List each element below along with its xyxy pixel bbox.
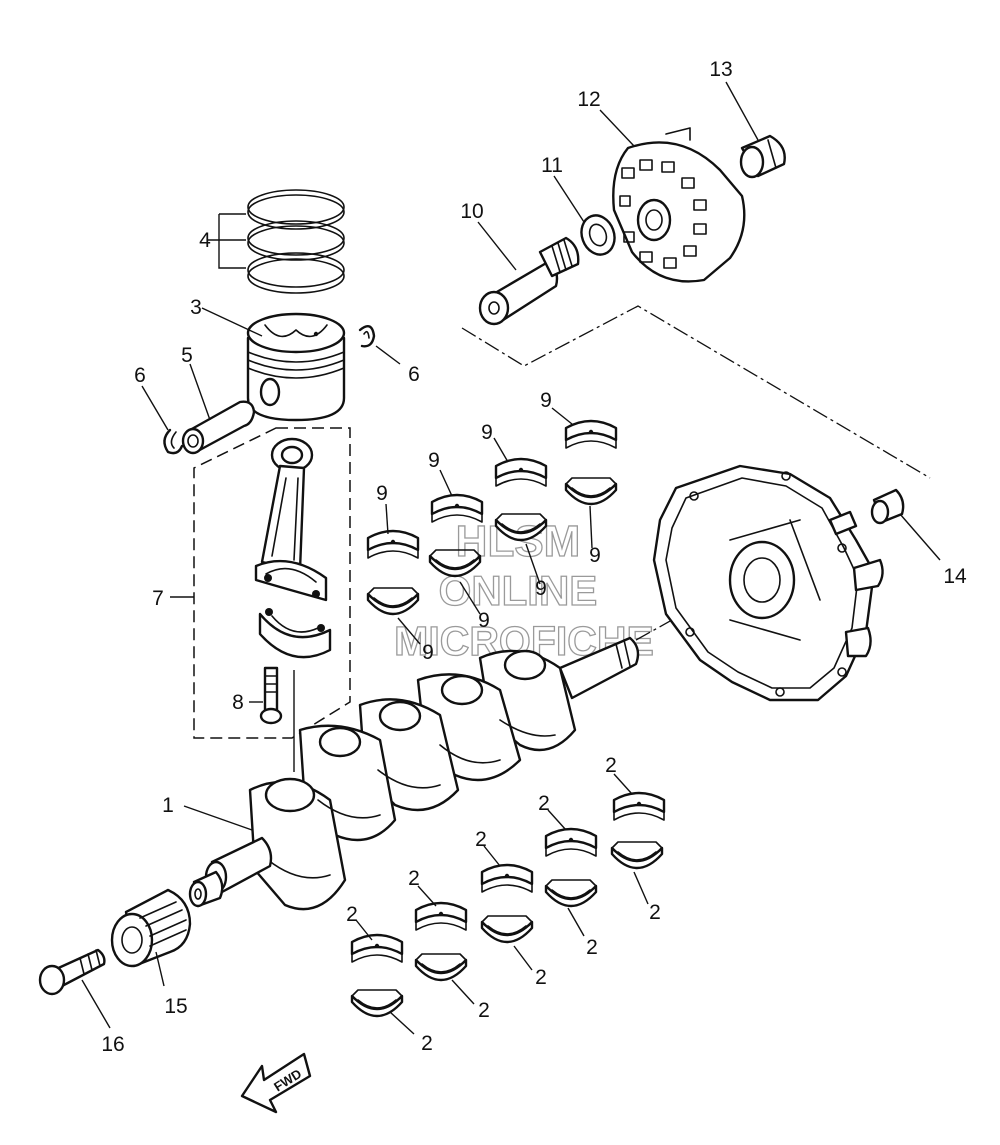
callout-10: 10 xyxy=(460,200,483,223)
callout-12: 12 xyxy=(577,88,600,111)
callout-2: 2 xyxy=(475,828,487,851)
main-bearing-2-j[interactable] xyxy=(610,840,664,870)
callout-2: 2 xyxy=(586,936,598,959)
callout-9: 9 xyxy=(428,449,440,472)
callout-9: 9 xyxy=(478,609,490,632)
leader-lines xyxy=(81,81,941,1035)
callout-9: 9 xyxy=(589,544,601,567)
connecting-rod-cap[interactable] xyxy=(258,608,332,659)
piston-rings[interactable] xyxy=(247,189,345,294)
callout-15: 15 xyxy=(164,995,187,1018)
main-bearing-2-h[interactable] xyxy=(544,878,598,908)
callout-1: 1 xyxy=(162,794,174,817)
main-bearing-2-e[interactable] xyxy=(480,863,534,894)
callout-13: 13 xyxy=(709,58,732,81)
crankcase-cover[interactable] xyxy=(652,464,884,702)
callout-14: 14 xyxy=(943,565,967,588)
main-bearing-2-g[interactable] xyxy=(544,827,598,858)
callout-2: 2 xyxy=(408,867,420,890)
main-bearing-2-i[interactable] xyxy=(612,791,666,822)
main-bearing-2-f[interactable] xyxy=(480,914,534,944)
circlip-right[interactable] xyxy=(358,324,376,348)
coupling-bearing[interactable] xyxy=(110,888,192,968)
drive-shaft[interactable] xyxy=(478,236,580,326)
callout-9: 9 xyxy=(376,482,388,505)
callout-2: 2 xyxy=(538,792,550,815)
main-bearing-2-d[interactable] xyxy=(414,952,468,982)
callout-9: 9 xyxy=(535,577,547,600)
callout-11: 11 xyxy=(541,154,563,177)
plug-cap[interactable] xyxy=(739,134,786,179)
connecting-rod-group-outline xyxy=(193,427,351,739)
main-bearing-2-a[interactable] xyxy=(350,933,404,964)
callout-2: 2 xyxy=(649,901,661,924)
callout-9: 9 xyxy=(422,641,434,664)
callout-2: 2 xyxy=(535,966,547,989)
connecting-rod[interactable] xyxy=(254,437,328,602)
rod-bearing-9-g[interactable] xyxy=(564,419,618,450)
callout-4: 4 xyxy=(199,229,211,252)
callout-6: 6 xyxy=(134,364,146,387)
main-bearing-2-c[interactable] xyxy=(414,901,468,932)
callout-2: 2 xyxy=(605,754,617,777)
rod-bearing-9-b[interactable] xyxy=(366,586,420,616)
rod-bearing-9-e[interactable] xyxy=(494,457,548,488)
rod-bearing-9-a[interactable] xyxy=(366,529,420,560)
callout-16: 16 xyxy=(101,1033,124,1056)
flange-bolt[interactable] xyxy=(38,948,106,996)
oil-seal[interactable] xyxy=(576,211,620,260)
callout-5: 5 xyxy=(181,344,193,367)
reference-line-shaft-to-cover xyxy=(461,305,931,479)
callout-6: 6 xyxy=(408,363,420,386)
damper-plate[interactable] xyxy=(612,127,746,283)
callout-7: 7 xyxy=(152,587,164,610)
forward-direction-arrow: FWD xyxy=(240,1052,312,1114)
callout-8: 8 xyxy=(232,691,244,714)
callouts: 1 2 2 2 2 2 2 2 2 2 2 3 4 5 6 6 7 8 9 9 … xyxy=(101,58,967,1056)
callout-2: 2 xyxy=(346,903,358,926)
circlip-left[interactable] xyxy=(163,428,184,455)
callout-9: 9 xyxy=(481,421,493,444)
breather-plug[interactable] xyxy=(870,488,905,525)
main-bearing-2-b[interactable] xyxy=(350,988,404,1018)
callout-9: 9 xyxy=(540,389,552,412)
piston-pin[interactable] xyxy=(181,400,256,455)
callout-2: 2 xyxy=(478,999,490,1022)
callout-2: 2 xyxy=(421,1032,433,1055)
piston[interactable] xyxy=(246,312,346,422)
watermark-line-1: HLSM xyxy=(456,517,581,566)
crankshaft[interactable] xyxy=(188,636,640,911)
callout-3: 3 xyxy=(190,296,202,319)
rod-bearing-9-h[interactable] xyxy=(564,476,618,506)
connecting-rod-bolt[interactable] xyxy=(259,666,283,725)
